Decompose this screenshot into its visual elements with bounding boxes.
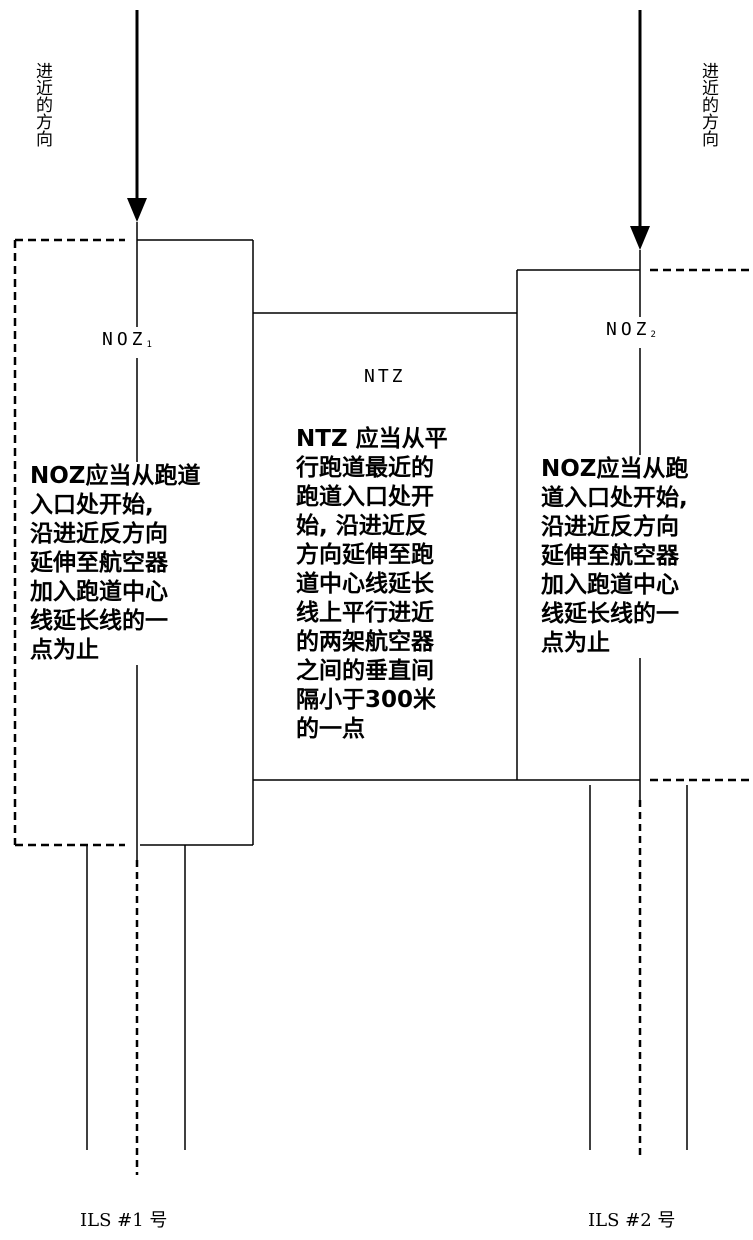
ntz-title: NTZ [364, 366, 406, 387]
approach-direction-label-left: 进近的方向 [32, 62, 52, 147]
noz2-label: NOZ2 [606, 317, 656, 348]
noz1-label: NOZ1 [102, 327, 152, 358]
ils1-label: ILS #1 号 [80, 1210, 168, 1231]
ils2-label: ILS #2 号 [588, 1210, 676, 1231]
arrowhead-right [630, 226, 650, 250]
noz2-description: NOZ应当从跑 道入口处开始, 沿进近反方向 延伸至航空器 加入跑道中心 线延长… [541, 455, 751, 658]
noz1-zone [13, 238, 254, 847]
noz1-label-subscript: 1 [146, 340, 152, 350]
noz2-label-text: NOZ [606, 319, 651, 340]
noz1-description: NOZ应当从跑道 入口处开始, 沿进近反方向 延伸至航空器 加入跑道中心 线延长… [30, 462, 245, 665]
arrowhead-left [127, 198, 147, 222]
ntz-zone [253, 270, 518, 781]
approach-direction-label-right: 进近的方向 [698, 62, 718, 147]
ntz-description: NTZ 应当从平 行跑道最近的 跑道入口处开 始, 沿进近反 方向延伸至跑 道中… [296, 425, 511, 744]
noz2-label-subscript: 2 [650, 330, 656, 340]
noz1-label-text: NOZ [102, 329, 147, 350]
noz2-zone [517, 268, 753, 782]
